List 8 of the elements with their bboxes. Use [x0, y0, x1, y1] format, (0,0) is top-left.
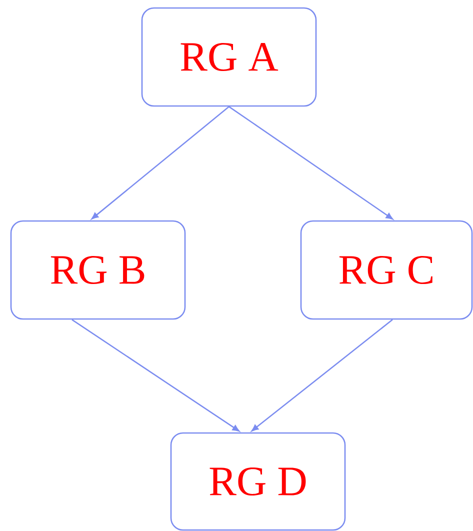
arrow: [251, 319, 393, 432]
arrow: [228, 106, 394, 220]
process-box: RG D: [170, 432, 346, 531]
arrow: [72, 319, 240, 432]
arrow: [91, 106, 230, 220]
process-box: RG C: [300, 220, 473, 320]
process-box: RG B: [10, 220, 186, 320]
process-box: RG A: [141, 7, 317, 107]
